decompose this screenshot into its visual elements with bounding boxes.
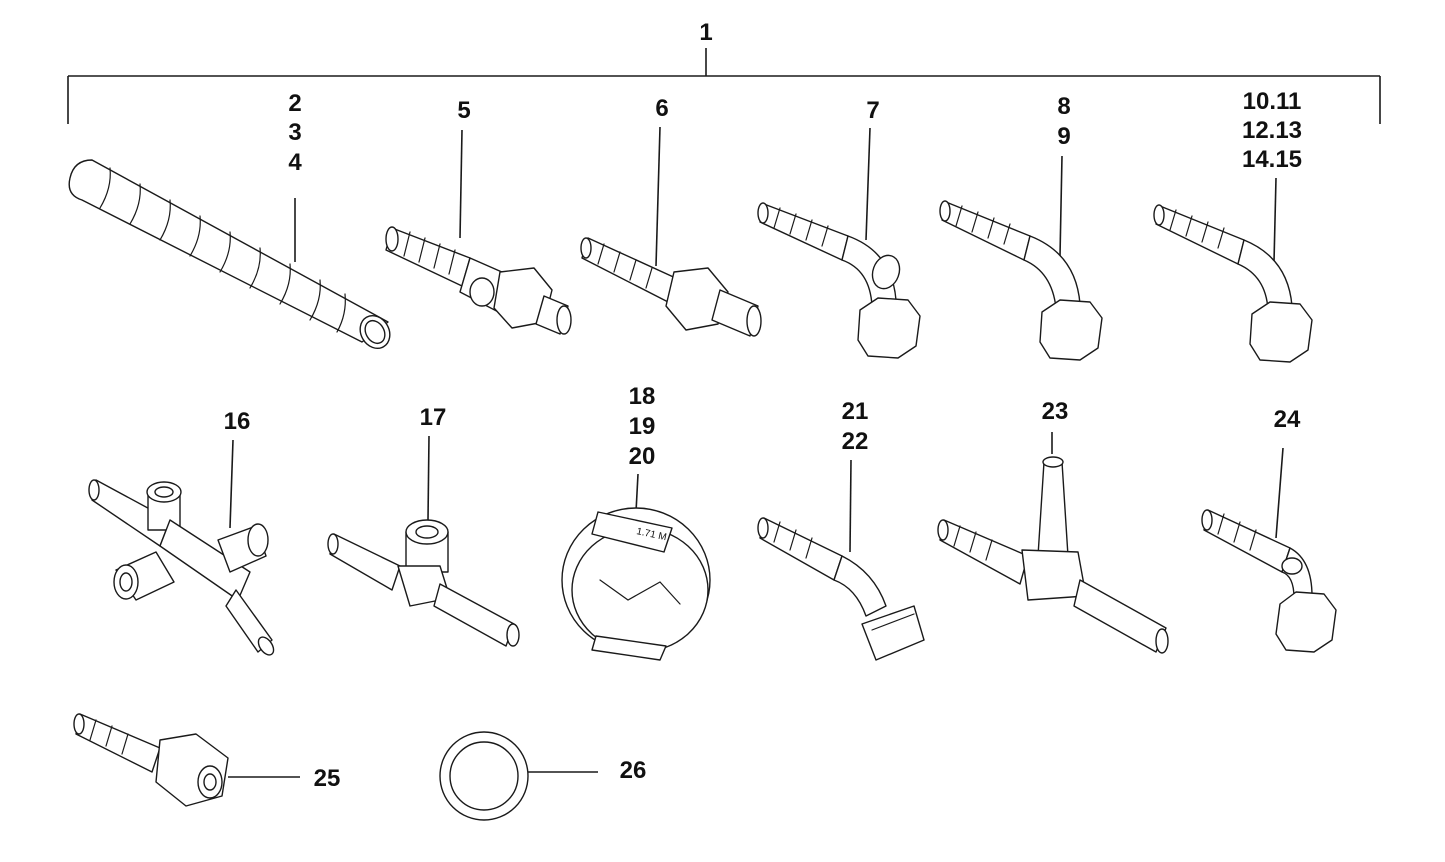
callout-25: 25 — [314, 765, 341, 792]
callout-1: 1 — [699, 19, 712, 46]
callout-22: 22 — [842, 428, 869, 455]
callout-21: 21 — [842, 398, 869, 425]
callout-7: 7 — [866, 97, 879, 124]
spiral-hose — [68, 159, 391, 350]
sealing-ring — [439, 731, 529, 821]
callout-labels: 1 2 3 4 5 6 7 8 9 10.11 12.13 14.15 16 1… — [224, 19, 1302, 792]
callout-16: 16 — [224, 408, 251, 435]
elbow-fitting-24 — [1201, 509, 1337, 653]
callout-24: 24 — [1274, 406, 1301, 433]
callout-10-11: 10.11 — [1243, 88, 1302, 115]
callout-19: 19 — [629, 413, 656, 440]
callout-17: 17 — [420, 404, 447, 431]
hose-clamp: 1.71 M — [561, 507, 711, 661]
straight-fitting-6 — [580, 237, 762, 337]
leader-lines — [228, 126, 1284, 778]
elbow-fitting-10-15 — [1153, 204, 1313, 363]
callout-20: 20 — [629, 443, 656, 470]
elbow-fitting-7 — [757, 202, 921, 359]
angle-fitting-21-22 — [757, 517, 925, 661]
straight-fitting-5 — [385, 226, 572, 335]
cross-fitting-16 — [88, 479, 275, 656]
callout-5: 5 — [457, 97, 470, 124]
callout-2: 2 — [288, 90, 301, 117]
callout-18: 18 — [629, 383, 656, 410]
tee-fitting-23 — [937, 456, 1169, 654]
tee-fitting-17 — [327, 519, 520, 647]
callout-12-13: 12.13 — [1242, 117, 1302, 144]
elbow-fitting-8-9 — [939, 200, 1103, 361]
straight-fitting-25 — [73, 713, 229, 807]
callout-9: 9 — [1057, 123, 1070, 150]
callout-6: 6 — [655, 95, 668, 122]
assembly-bracket — [67, 48, 1381, 124]
callout-4: 4 — [288, 149, 302, 176]
callout-3: 3 — [288, 119, 301, 146]
callout-8: 8 — [1057, 93, 1070, 120]
callout-23: 23 — [1042, 398, 1069, 425]
callout-14-15: 14.15 — [1242, 146, 1302, 173]
callout-26: 26 — [620, 757, 647, 784]
